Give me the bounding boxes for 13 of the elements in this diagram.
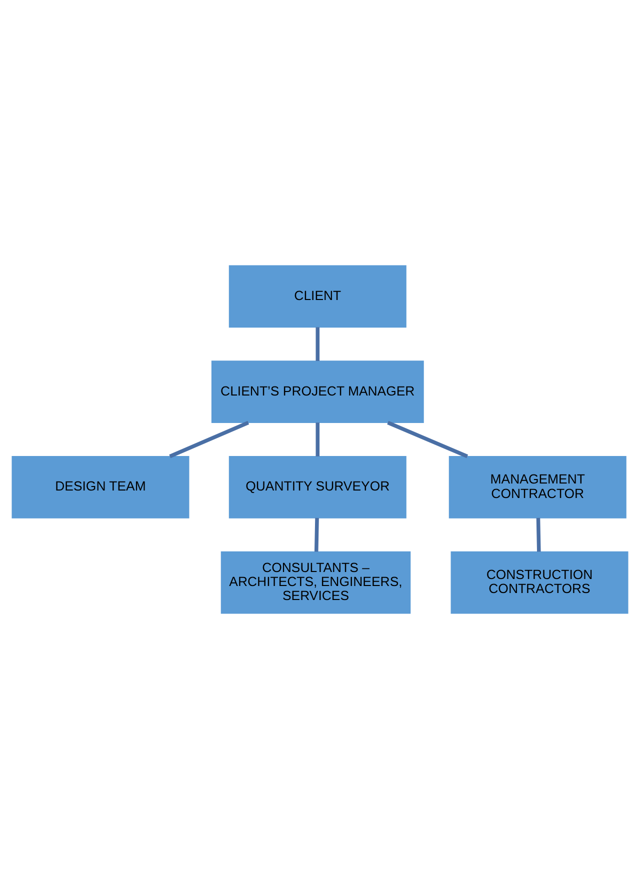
node-box: MANAGEMENT CONTRACTOR [448,456,626,518]
node-box: CONSULTANTS – ARCHITECTS, ENGINEERS, SERVICES [220,551,411,614]
node-box: CLIENT [228,265,406,328]
connector [314,518,319,552]
node-box: DESIGN TEAM [12,456,190,518]
node-box: CONSTRUCTION CONTRACTORS [450,551,628,614]
connector [169,420,250,458]
connector [536,518,541,552]
node-box: QUANTITY SURVEYOR [228,456,406,518]
node-box: CLIENT’S PROJECT MANAGER [211,360,424,423]
connector [316,422,320,456]
connector [316,327,320,361]
connector [387,420,468,458]
